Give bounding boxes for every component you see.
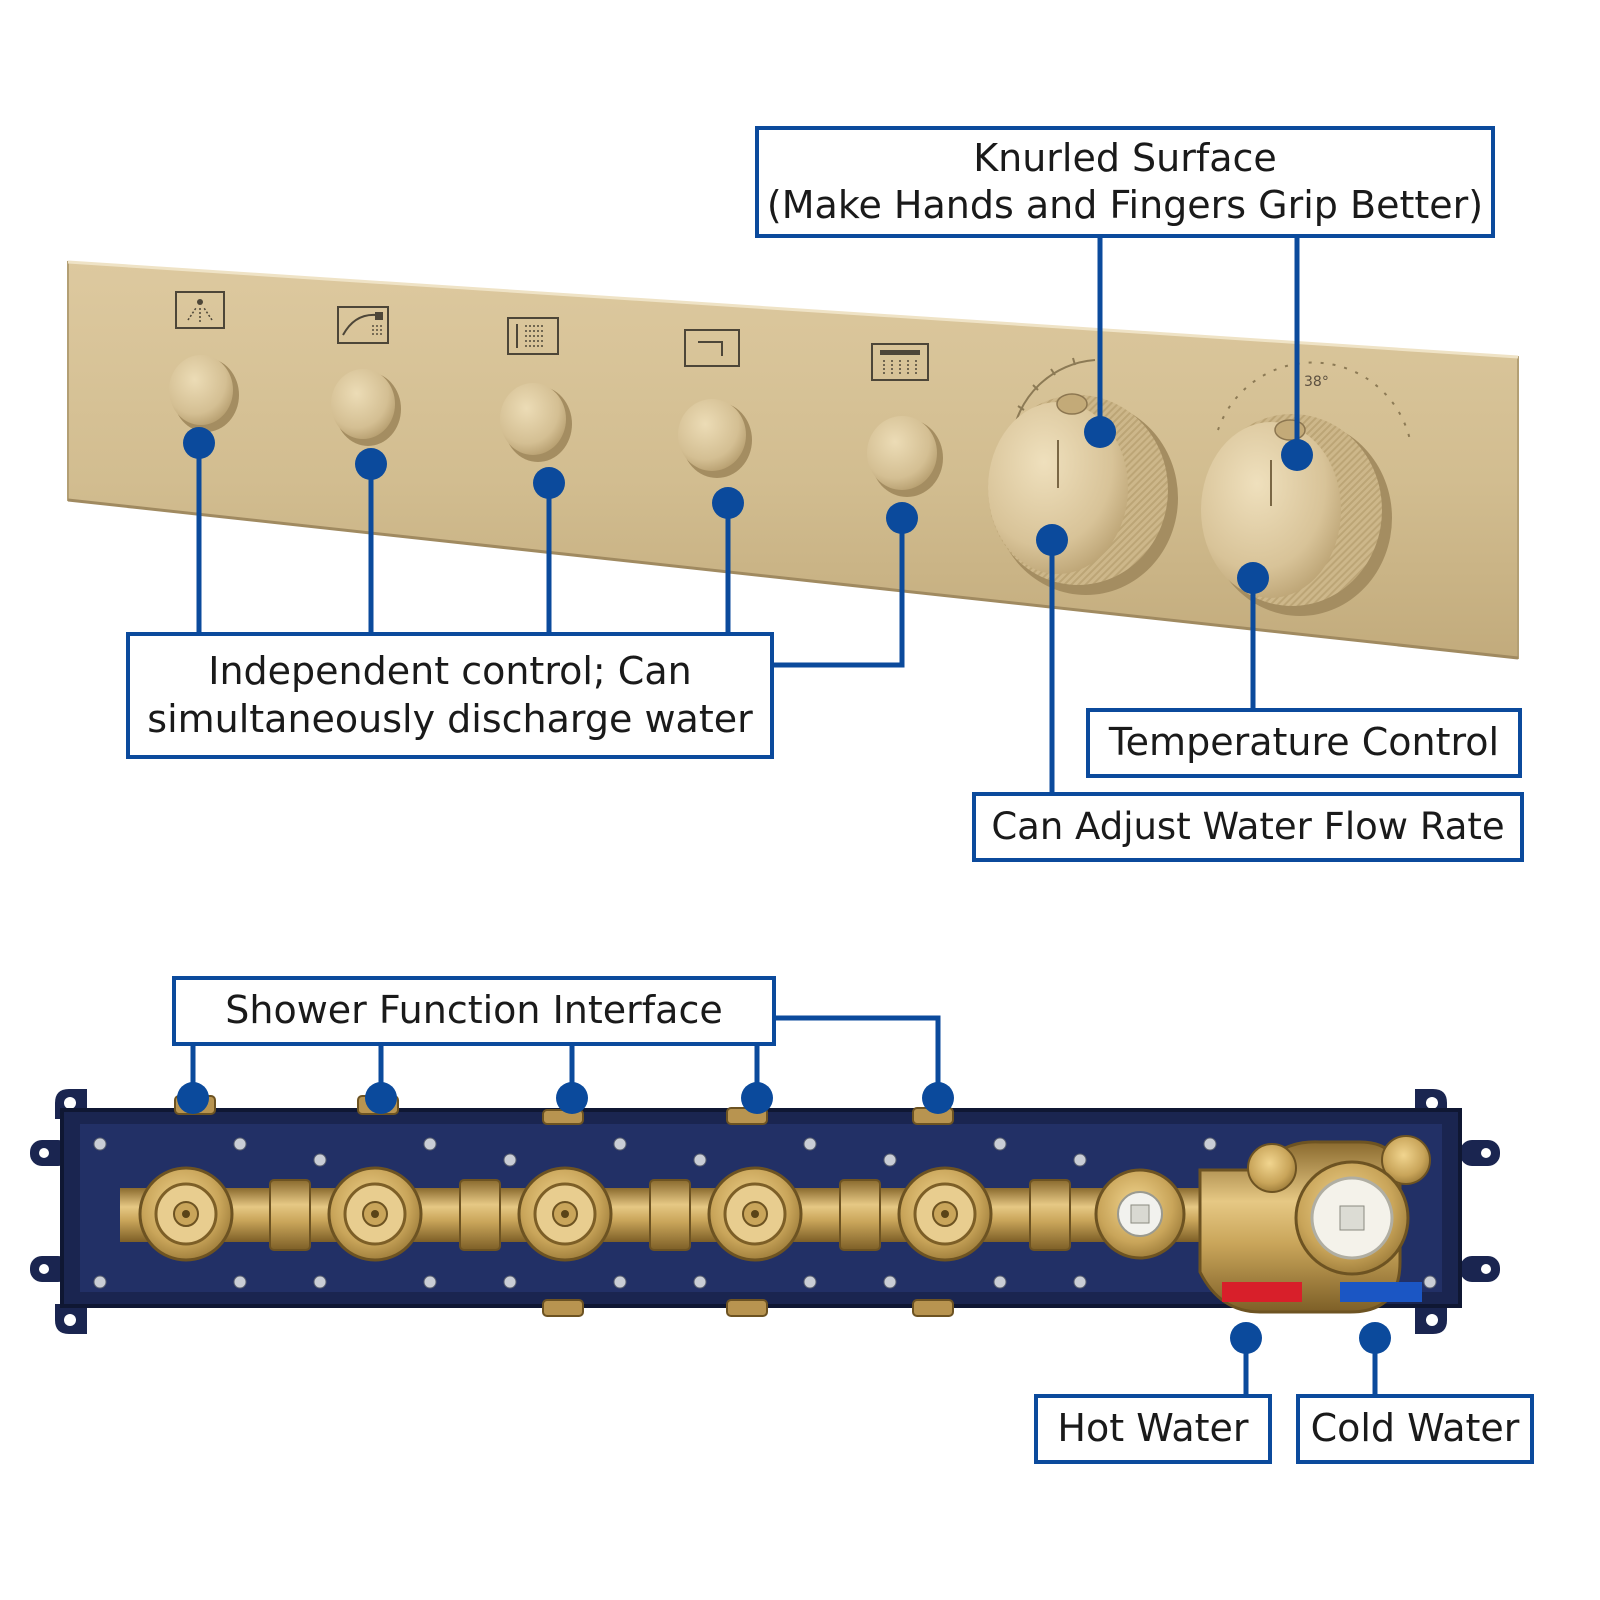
temperature-control-callout: Temperature Control [1086,708,1522,778]
shower-interface-label: Shower Function Interface [225,988,723,1033]
cold-water-label: Cold Water [1310,1406,1520,1451]
top-callout-dots [183,416,1313,594]
tub-spout-icon [684,329,740,367]
flow-rate-callout: Can Adjust Water Flow Rate [972,792,1524,862]
independent-line-1: Independent control; Can [208,649,692,693]
cold-water-callout: Cold Water [1296,1394,1534,1464]
knurled-subtitle: (Make Hands and Fingers Grip Better) [766,183,1484,227]
independent-line-2: simultaneously discharge water [147,696,753,741]
push-button-4[interactable] [678,399,752,478]
hot-water-label: Hot Water [1057,1406,1249,1451]
knurled-title: Knurled Surface [973,135,1277,180]
push-button-3[interactable] [500,383,572,462]
hot-inlet-ring [1222,1282,1302,1302]
bottom-callout-dots [177,1082,1391,1354]
handheld-shower-icon [337,306,389,344]
temperature-label: Temperature Control [1108,720,1500,765]
knurled-surface-callout: Knurled Surface (Make Hands and Fingers … [755,126,1495,238]
shower-function-interface-callout: Shower Function Interface [172,976,776,1046]
diverter-cartridges [138,1166,993,1262]
flow-rate-label: Can Adjust Water Flow Rate [991,804,1505,848]
push-button-5[interactable] [867,416,943,497]
hot-water-callout: Hot Water [1034,1394,1272,1464]
top-spray-icon [175,291,225,329]
push-button-2[interactable] [331,369,401,446]
push-button-1[interactable] [169,355,239,432]
temperature-control-knob[interactable]: 38° [1201,361,1411,616]
rain-shower-icon [871,343,929,381]
independent-control-callout: Independent control; Can simultaneously … [126,632,774,759]
body-jet-icon [507,317,559,355]
cold-inlet-ring [1340,1282,1422,1302]
dial-temperature-mark: 38° [1304,374,1329,390]
top-callout-leaders [196,236,1300,792]
concealed-valve-body [30,1089,1500,1334]
